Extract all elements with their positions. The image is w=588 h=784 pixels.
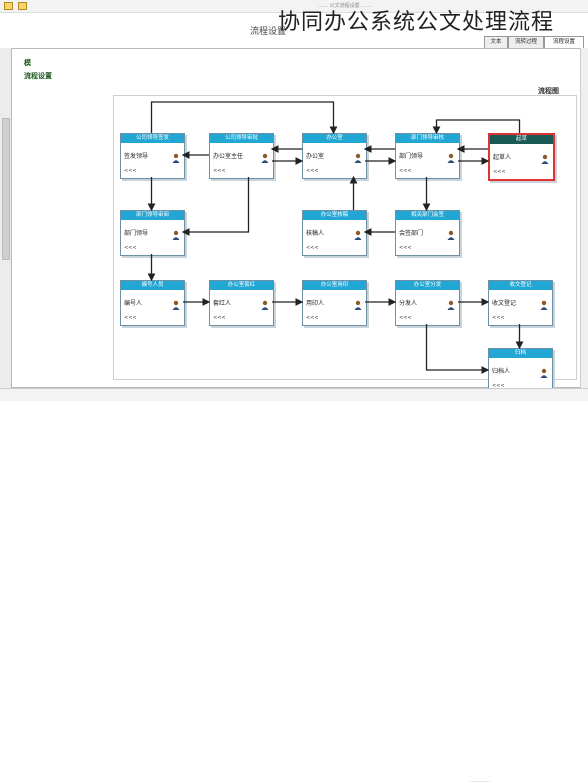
user-avatar-icon <box>447 225 455 240</box>
flow-node-r1[interactable]: 编号人员编号人 <<< <box>120 280 185 326</box>
document-title: 流程设置 <box>250 27 287 37</box>
user-avatar-icon <box>172 148 180 163</box>
user-avatar-icon <box>172 295 180 310</box>
flow-node-title: 编号人员 <box>121 281 184 290</box>
flow-node-r3[interactable]: 办公室用印用印人 <<< <box>302 280 367 326</box>
flow-node-footer: <<< <box>124 315 137 321</box>
toolbar-breadcrumb: …… 公文流程设置 …… <box>318 3 372 9</box>
flow-node-person: 部门领导 <box>399 153 424 160</box>
flow-node-person: 套红人 <box>213 300 232 307</box>
user-avatar-icon <box>354 295 362 310</box>
flow-node-footer: <<< <box>124 168 137 174</box>
user-avatar-icon <box>540 295 548 310</box>
flow-node-title: 公司领导审批 <box>210 134 273 143</box>
flow-node-person: 用印人 <box>306 300 325 307</box>
flow-node-dept4[interactable]: 办公室核稿核稿人 <<< <box>302 210 367 256</box>
left-scrollbar[interactable] <box>0 48 11 388</box>
flow-node-title: 公司领导签发 <box>121 134 184 143</box>
flow-node-footer: <<< <box>399 315 412 321</box>
panel-heading: 模 <box>24 59 31 67</box>
flow-node-dept3[interactable]: 相关部门会签会签部门 <<< <box>395 210 460 256</box>
flow-node-footer: <<< <box>213 315 226 321</box>
flow-node-footer: <<< <box>306 315 319 321</box>
flow-node-footer: <<< <box>399 168 412 174</box>
overlay-title: 协同办公系统公文处理流程 <box>278 10 555 35</box>
flow-node-start[interactable]: 起草起草人 <<< <box>488 133 555 181</box>
flow-node-footer: <<< <box>399 245 412 251</box>
flow-node-title: 办公室 <box>303 134 366 143</box>
flow-node-footer: <<< <box>306 245 319 251</box>
flow-node-footer: <<< <box>492 315 505 321</box>
flow-node-title: 收文登记 <box>489 281 552 290</box>
flow-node-office1[interactable]: 办公室办公室<<< <box>302 133 367 179</box>
flow-node-title: 部门领导审阅 <box>121 211 184 220</box>
window-toolbar: …… 公文流程设置 …… <box>0 0 588 13</box>
flow-node-title: 办公室用印 <box>303 281 366 290</box>
flow-node-dept1[interactable]: 部门领导审核部门领导 <<< <box>395 133 460 179</box>
flow-node-person: 签发领导 <box>124 153 149 160</box>
flow-node-person: 部门领导 <box>124 230 149 237</box>
flow-node-title: 归档 <box>489 349 552 358</box>
user-avatar-icon <box>172 225 180 240</box>
flow-node-title: 起草 <box>490 135 553 144</box>
flow-node-person: 收文登记 <box>492 300 517 307</box>
status-bar: ………… <box>0 388 588 784</box>
user-avatar-icon <box>354 148 362 163</box>
flow-node-footer: <<< <box>213 168 226 174</box>
user-avatar-icon <box>541 149 549 164</box>
panel-subheading: 流程设置 <box>24 72 52 80</box>
status-text: ………… <box>470 778 490 784</box>
flow-node-footer: <<< <box>306 168 319 174</box>
flow-node-dept2[interactable]: 部门领导审阅部门领导 <<< <box>120 210 185 256</box>
flow-node-person: 办公室主任 <box>213 153 244 160</box>
left-scrollbar-thumb[interactable] <box>2 118 10 260</box>
user-avatar-icon <box>354 225 362 240</box>
flow-node-person: 起草人 <box>493 154 512 161</box>
user-avatar-icon <box>447 148 455 163</box>
flow-node-footer: <<< <box>492 383 505 389</box>
flow-node-title: 部门领导审核 <box>396 134 459 143</box>
flow-node-r5[interactable]: 收文登记收文登记<<< <box>488 280 553 326</box>
page-icon[interactable] <box>4 2 13 10</box>
user-avatar-icon <box>261 148 269 163</box>
flow-node-footer: <<< <box>124 245 137 251</box>
flow-node-title: 相关部门会签 <box>396 211 459 220</box>
flow-node-footer: <<< <box>493 169 506 175</box>
section-label: 流程图 <box>538 87 559 95</box>
flow-node-leader[interactable]: 公司领导审批办公室主任 <<< <box>209 133 274 179</box>
flow-node-person: 归档人 <box>492 368 511 375</box>
user-avatar-icon <box>261 295 269 310</box>
flow-node-sign[interactable]: 公司领导签发签发领导 <<< <box>120 133 185 179</box>
flow-node-title: 办公室分发 <box>396 281 459 290</box>
flow-node-person: 编号人 <box>124 300 143 307</box>
user-avatar-icon <box>540 363 548 378</box>
flow-node-person: 分发人 <box>399 300 418 307</box>
right-scrollbar[interactable] <box>580 48 588 388</box>
flow-node-person: 核稿人 <box>306 230 325 237</box>
flow-node-end[interactable]: 归档归档人 <<< <box>488 348 553 394</box>
flow-node-person: 办公室 <box>306 153 325 160</box>
folder-icon[interactable] <box>18 2 27 10</box>
flow-node-title: 办公室套红 <box>210 281 273 290</box>
flow-node-r2[interactable]: 办公室套红套红人 <<< <box>209 280 274 326</box>
user-avatar-icon <box>447 295 455 310</box>
flow-node-title: 办公室核稿 <box>303 211 366 220</box>
flow-node-r4[interactable]: 办公室分发分发人 <<< <box>395 280 460 326</box>
flow-node-person: 会签部门 <box>399 230 424 237</box>
